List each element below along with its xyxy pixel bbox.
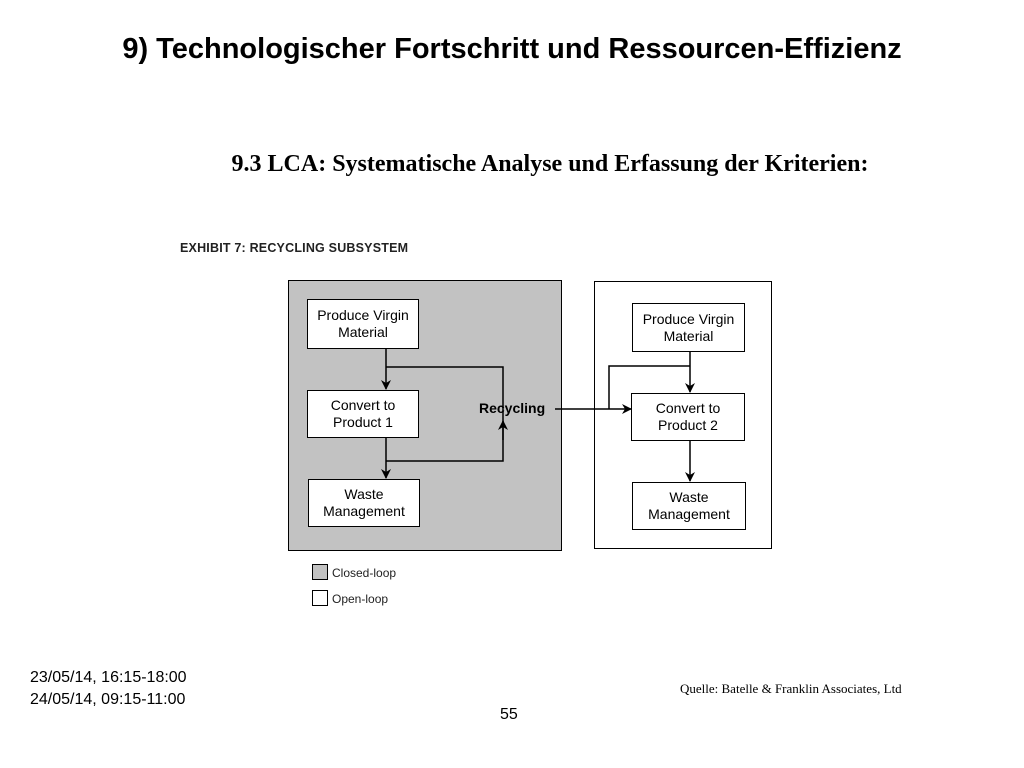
open-convert-to-product-2-box: Convert to Product 2 (631, 393, 745, 441)
open-waste-label: Waste Management (648, 489, 730, 522)
closed-convert-label: Convert to Product 1 (330, 397, 396, 430)
slide-subtitle: 9.3 LCA: Systematische Analyse und Erfas… (231, 151, 869, 177)
page-number: 55 (500, 706, 518, 723)
open-convert-label: Convert to Product 2 (655, 400, 721, 433)
open-produce-virgin-material-box: Produce Virgin Material (632, 303, 745, 352)
legend-open-loop-swatch (312, 590, 328, 606)
exhibit-title: EXHIBIT 7: RECYCLING SUBSYSTEM (180, 241, 409, 255)
open-waste-management-box: Waste Management (632, 482, 746, 530)
legend-closed-loop-swatch (312, 564, 328, 580)
closed-waste-management-box: Waste Management (308, 479, 420, 527)
open-produce-label: Produce Virgin Material (642, 310, 735, 344)
slide-title: 9) Technologischer Fortschritt und Resso… (122, 33, 902, 65)
closed-waste-label: Waste Management (323, 486, 405, 519)
footer-date-1: 23/05/14, 16:15-18:00 (30, 669, 187, 686)
legend-closed-loop-label: Closed-loop (332, 566, 397, 580)
recycling-label: Recycling (479, 400, 546, 416)
footer-source: Quelle: Batelle & Franklin Associates, L… (680, 681, 902, 696)
legend-open-loop-label: Open-loop (332, 592, 389, 606)
footer-date-2: 24/05/14, 09:15-11:00 (30, 691, 186, 708)
closed-convert-to-product-1-box: Convert to Product 1 (307, 390, 419, 438)
closed-produce-label: Produce Virgin Material (317, 307, 409, 340)
closed-produce-virgin-material-box: Produce Virgin Material (307, 299, 419, 349)
